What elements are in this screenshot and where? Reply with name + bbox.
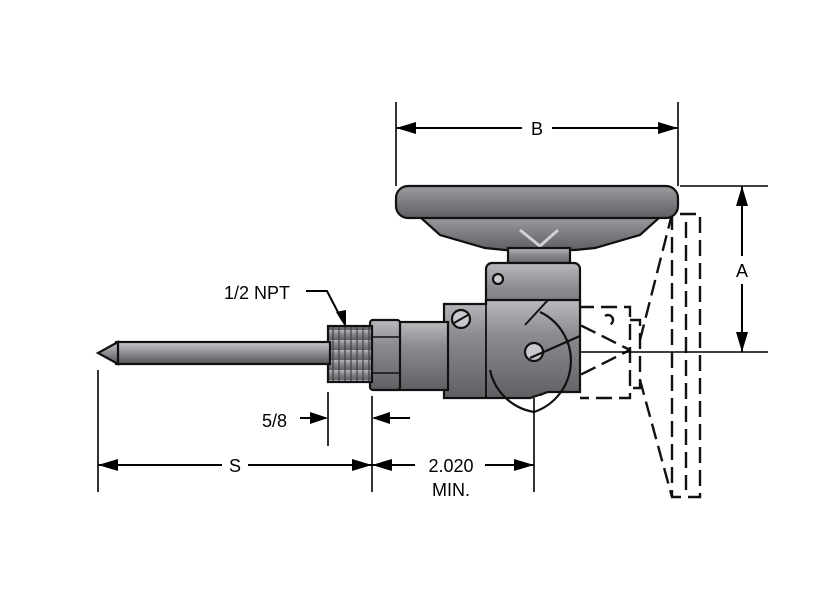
label-npt: 1/2 NPT [224,283,290,303]
dimension-a: A [580,185,768,353]
label-min: MIN. [432,480,470,500]
label-hex: 5/8 [262,411,287,431]
label-b: B [531,119,543,139]
label-min-length: 2.020 [428,456,473,476]
alternate-position-outline [539,212,702,499]
dial-head [394,184,680,268]
dimension-s: S 2.020 MIN. [97,370,535,500]
dimension-hex: 5/8 [262,392,410,492]
thread-callout: 1/2 NPT [224,283,346,328]
label-s: S [229,456,241,476]
swivel-body [442,261,582,414]
label-a: A [736,261,748,281]
stem-assembly [95,318,450,392]
dimension-b: B [395,102,679,186]
